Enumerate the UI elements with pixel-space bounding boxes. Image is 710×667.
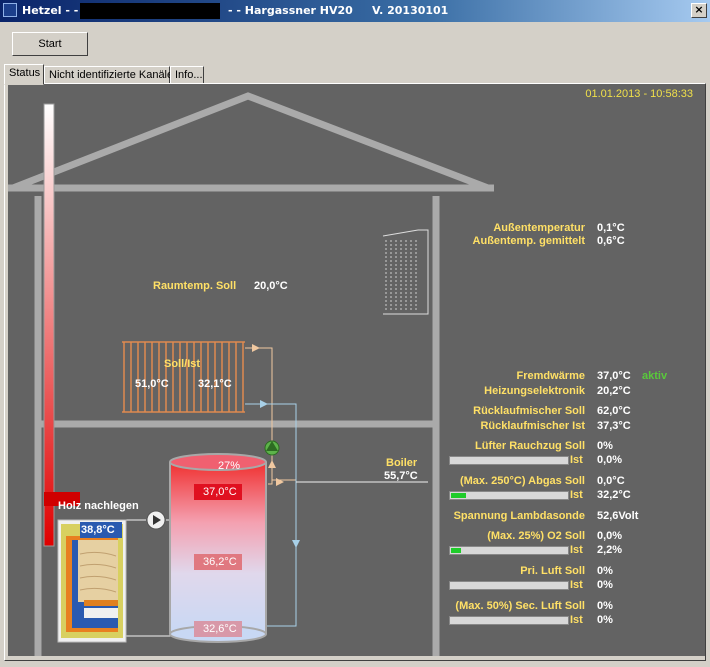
lambda-label: Spannung Lambdasonde [453,510,585,522]
window-title-left: Hetzel - - [22,4,79,17]
o2-soll-value: 0,0% [597,530,623,542]
abgas-ist-bar [449,491,569,500]
ruecklauf-soll-value: 62,0°C [597,405,631,417]
fremdwaerme-label: Fremdwärme [516,370,585,382]
aussentemp-label: Außentemperatur [493,222,585,234]
house-outline [8,92,494,656]
ruecklauf-soll-label: Rücklaufmischer Soll [473,405,585,417]
window-title-device: - - Hargassner HV20 [228,4,353,17]
radiator [122,341,245,413]
o2-ist-value: 2,2% [597,544,623,556]
abgas-soll-value: 0,0°C [597,475,625,487]
holz-label-bg [80,522,122,538]
aussentemp-value: 0,1°C [597,222,625,234]
redacted-title-box [80,3,220,19]
heizungselektronik-value: 20,2°C [597,385,631,397]
o2-ist-fill [451,548,461,553]
start-button[interactable]: Start [12,32,88,56]
tank-top-label-bg [194,484,242,500]
heating-diagram [8,92,494,656]
radiator-soll-value: 51,0°C [135,378,169,390]
radiator-sollist-label: Soll/Ist [164,358,201,370]
holz-temp-value: 38,8°C [81,524,115,536]
lambda-value: 52,6Volt [597,510,639,522]
pri-luft-ist-value: 0% [597,579,613,591]
aussentemp-avg-value: 0,6°C [597,235,625,247]
o2-label: (Max. 25%) O2 Soll [487,530,585,542]
pri-luft-soll-value: 0% [597,565,613,577]
sec-luft-ist-bar [449,616,569,625]
abgas-label: (Max. 250°C) Abgas Soll [459,475,585,487]
raumtemp-value: 20,0°C [254,280,288,292]
fremdwaerme-value: 37,0°C [597,370,631,382]
holz-nachlegen-label: Holz nachlegen [58,500,139,512]
tank-top-temp: 37,0°C [203,486,237,498]
tab-unidentified-channels[interactable]: Nicht identifizierte Kanäle [44,66,173,84]
flue-connector [44,492,80,506]
sec-luft-label: (Max. 50%) Sec. Luft Soll [455,600,585,612]
piping [122,347,428,637]
chimney [43,103,55,547]
abgas-ist-value: 32,2°C [597,489,631,501]
tank-middle-label-bg [194,554,242,570]
sec-luft-ist-label: Ist [570,614,583,626]
sec-luft-ist-value: 0% [597,614,613,626]
tank-middle-temp: 36,2°C [203,556,237,568]
boiler-label: Boiler [386,457,418,469]
buffer-tank [169,453,267,643]
luefter-label: Lüfter Rauchzug Soll [475,440,585,452]
boiler-value: 55,7°C [384,470,418,482]
luefter-soll-value: 0% [597,440,613,452]
abgas-ist-fill [451,493,466,498]
return-arrow-down [292,540,300,548]
close-button[interactable]: × [691,3,707,18]
aussentemp-avg-label: Außentemp. gemittelt [472,235,585,247]
fremdwaerme-state: aktiv [642,370,668,382]
pri-luft-label: Pri. Luft Soll [520,565,585,577]
luefter-ist-bar [449,456,569,465]
tank-bottom-temp: 32,6°C [203,623,237,635]
tab-info[interactable]: Info... [170,66,204,84]
boiler-pump-icon [146,510,166,530]
abgas-ist-label: Ist [570,489,583,501]
return-arrow [260,400,268,408]
circulation-pump-icon [264,440,280,456]
o2-ist-label: Ist [570,544,583,556]
ruecklauf-ist-value: 37,3°C [597,420,631,432]
heizungselektronik-label: Heizungselektronik [484,385,585,397]
supply-arrow-up [268,460,276,468]
o2-ist-bar [449,546,569,555]
window-titlebar: Hetzel - - - - Hargassner HV20 V. 201301… [0,0,710,22]
datetime-readout: 01.01.2013 - 10:58:33 [585,88,693,100]
radiator-ist-value: 32,1°C [198,378,232,390]
luefter-ist-label: Ist [570,454,583,466]
supply-arrow [252,344,260,352]
tab-status[interactable]: Status [4,64,44,85]
sec-luft-soll-value: 0% [597,600,613,612]
luefter-ist-value: 0,0% [597,454,623,466]
shower-icon [382,229,429,315]
app-icon [3,3,17,17]
tank-bottom-label-bg [194,621,242,637]
ruecklauf-ist-label: Rücklaufmischer Ist [480,420,585,432]
tank-percent: 27% [217,460,241,472]
window-title-version: V. 20130101 [372,4,449,17]
wood-boiler [57,519,127,643]
mixer-arrow [276,478,284,486]
pri-luft-ist-label: Ist [570,579,583,591]
status-canvas: 01.01.2013 - 10:58:33 Raumtemp. Soll 20,… [8,84,705,656]
raumtemp-label: Raumtemp. Soll [153,280,237,292]
pri-luft-ist-bar [449,581,569,590]
